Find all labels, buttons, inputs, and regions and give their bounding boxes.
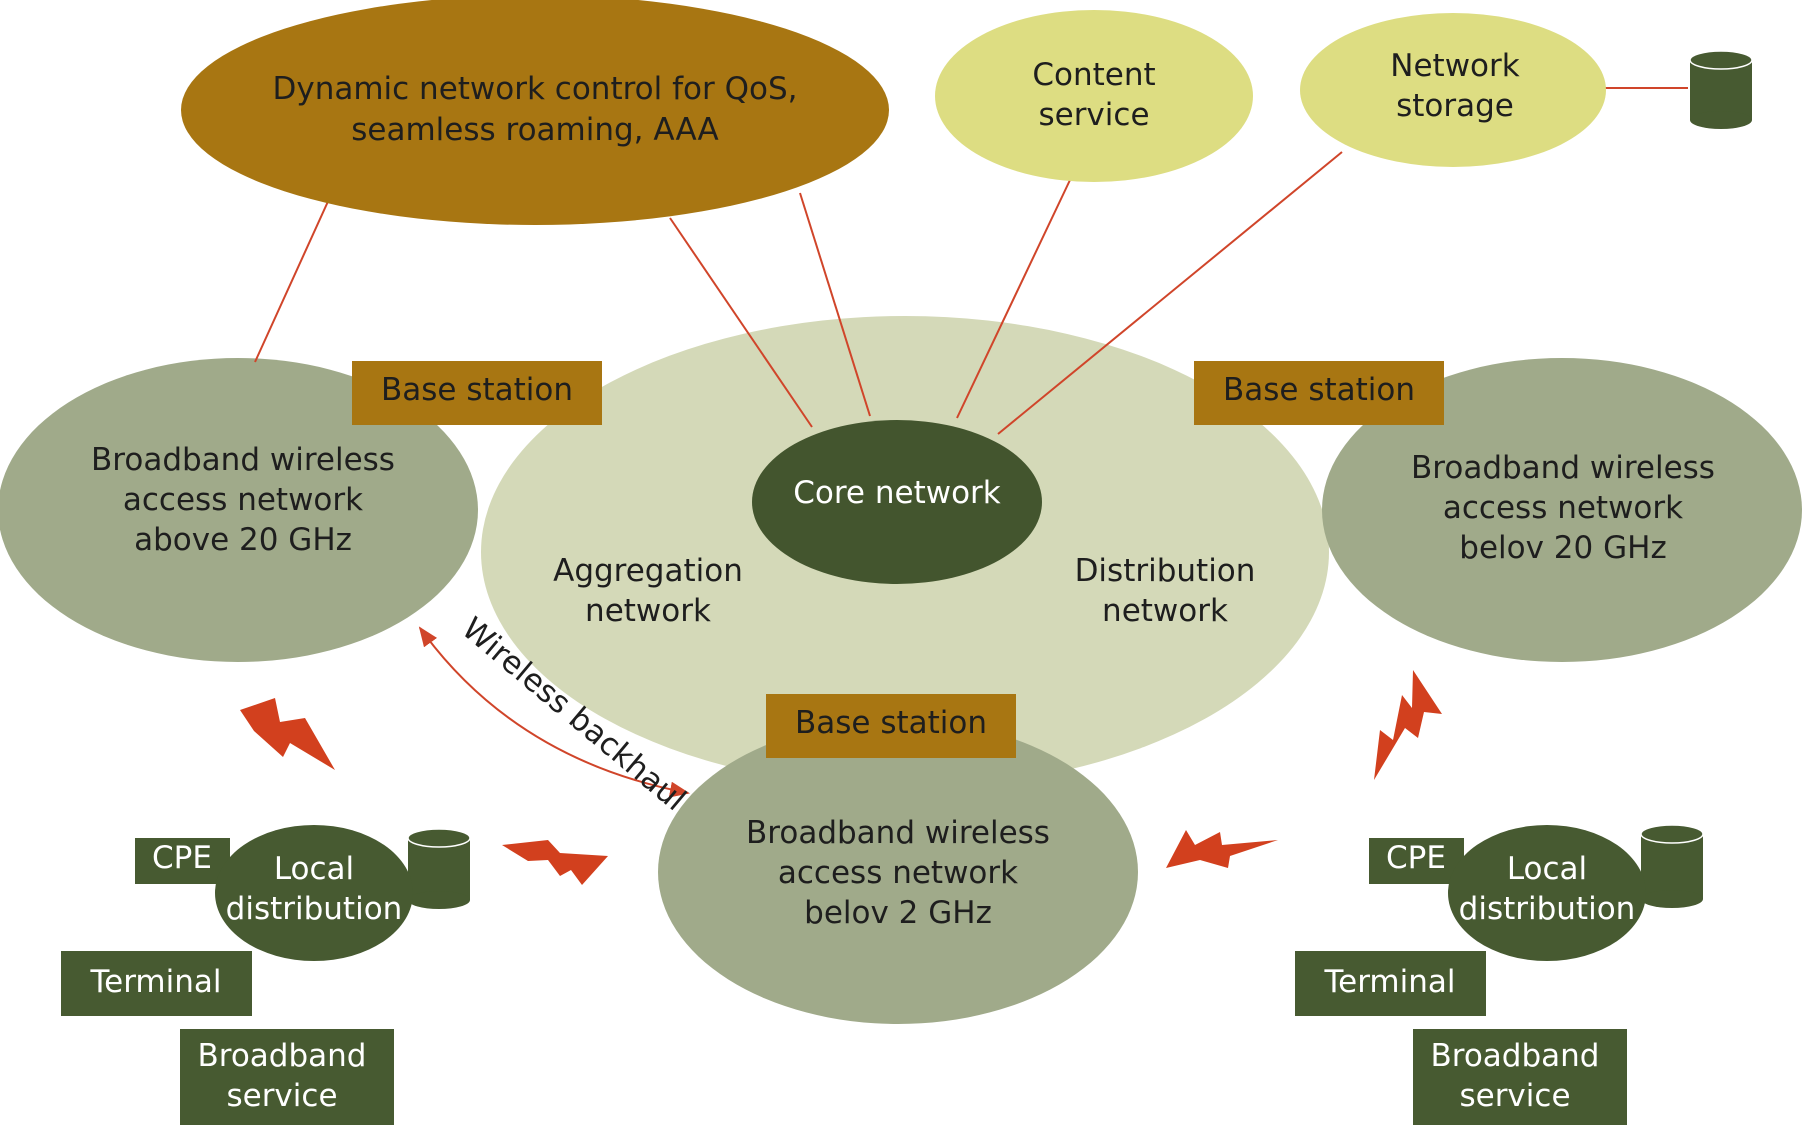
aggregation-line1: Aggregation [553,553,743,589]
terminal-right-label: Terminal [1323,964,1455,1000]
access-network-below-20ghz-ellipse [1322,358,1802,662]
network-control-ellipse [181,0,889,225]
lightning-bolt-bottom-right-icon [1166,830,1278,868]
local-right-line2: distribution [1459,891,1636,927]
content-service-line1: Content [1032,57,1155,93]
control-line2: seamless roaming, AAA [351,112,718,148]
broadband-service-right-line1: Broadband [1431,1038,1600,1074]
cpe-right-label: CPE [1386,840,1446,876]
content-to-core-line [956,179,1071,419]
access-network-below-2ghz-ellipse [658,720,1138,1024]
cpe-left-box [135,838,230,884]
storage-to-core-line [997,151,1343,435]
access-left-line2: access network [123,482,363,518]
cpe-right-box [1369,838,1464,884]
local-right-database-icon [1640,824,1704,908]
broadband-service-right-box [1413,1029,1627,1125]
base-station-right: Base station [1194,361,1444,425]
base-station-right-label: Base station [1223,372,1415,408]
control-to-core-line-b [799,192,871,417]
broadband-service-left-line2: service [226,1078,337,1114]
terminal-right-box [1295,951,1486,1016]
connection-lines [254,87,1688,435]
control-to-core-line-a [669,217,813,428]
network-storage-ellipse [1300,13,1606,167]
access-right-line2: access network [1443,490,1683,526]
terminal-left-label: Terminal [89,964,221,1000]
broadband-service-left-box [180,1029,394,1125]
broadband-service-left-line1: Broadband [198,1038,367,1074]
access-right-line3: belov 20 GHz [1459,530,1666,566]
distribution-line2: network [1102,593,1228,629]
local-distribution-left: CPE Local distribution Terminal Broadban… [61,825,471,1125]
wireless-backhaul-arrow [418,626,690,798]
base-station-bottom: Base station [766,694,1016,758]
base-station-left-label: Base station [381,372,573,408]
local-distribution-left-ellipse [215,825,413,961]
control-to-left-access-line [254,196,331,363]
access-right-line1: Broadband wireless [1411,450,1715,486]
lightning-bolt-bottom-left-icon [502,840,608,885]
lightning-bolt-right-icon [1374,670,1442,780]
local-distribution-right-ellipse [1448,825,1646,961]
base-station-left: Base station [352,361,602,425]
local-right-line1: Local [1507,851,1587,887]
access-bottom-line3: belov 2 GHz [804,895,992,931]
access-left-line3: above 20 GHz [134,522,352,558]
terminal-left-box [61,951,252,1016]
content-service-line2: service [1038,97,1149,133]
local-left-line1: Local [274,851,354,887]
access-network-above-20ghz-ellipse [0,358,478,662]
access-left-line1: Broadband wireless [91,442,395,478]
local-left-database-icon [407,828,471,909]
aggregation-line2: network [585,593,711,629]
distribution-line1: Distribution [1075,553,1256,589]
control-line1: Dynamic network control for QoS, [272,71,797,107]
lightning-bolt-left-icon [240,698,335,770]
content-service-ellipse [935,10,1253,182]
network-storage-line2: storage [1396,88,1514,124]
lightning-bolts [240,670,1442,885]
storage-database-icon [1689,50,1753,129]
cpe-left-label: CPE [152,840,212,876]
access-bottom-line1: Broadband wireless [746,815,1050,851]
base-station-bottom-label: Base station [795,705,987,741]
access-bottom-line2: access network [778,855,1018,891]
local-left-line2: distribution [226,891,403,927]
network-storage-line1: Network [1390,48,1519,84]
local-distribution-right: CPE Local distribution Terminal Broadban… [1295,824,1704,1125]
core-network-label: Core network [793,475,1001,511]
broadband-service-right-line2: service [1459,1078,1570,1114]
core-network-ellipse [752,420,1042,584]
